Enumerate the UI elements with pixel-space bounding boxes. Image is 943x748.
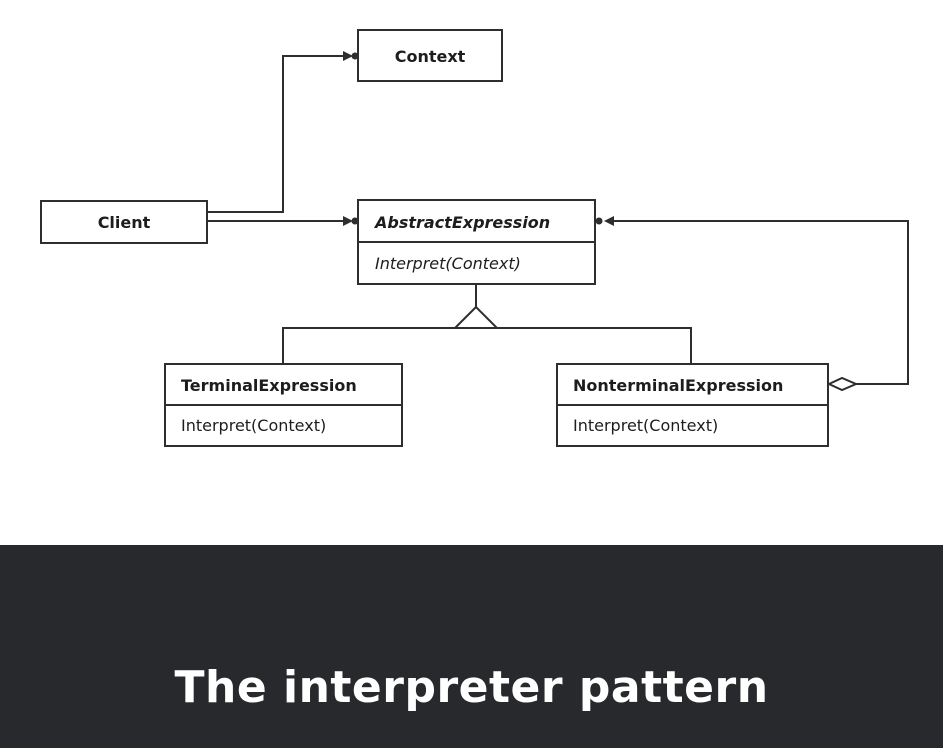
context-dot: [351, 52, 359, 60]
aggregation-diamond: [826, 376, 859, 392]
inheritance-triangle: [452, 305, 500, 329]
client-context-association: [208, 55, 343, 213]
uml-class-diagram: Context Client AbstractExpression Interp…: [40, 29, 909, 447]
aggregation-line: [614, 220, 909, 385]
client-class-name: Client: [98, 213, 151, 232]
terminal-expression-class: TerminalExpression Interpret(Context): [164, 363, 403, 447]
abstract-arrowhead-left: [343, 216, 353, 226]
terminal-expression-name: TerminalExpression: [181, 376, 357, 395]
abstract-expression-method: Interpret(Context): [375, 254, 521, 273]
abstract-dot-right: [595, 217, 603, 225]
context-class: Context: [357, 29, 503, 82]
nonterminal-expression-method: Interpret(Context): [573, 416, 718, 435]
abstract-arrowhead-right: [604, 216, 614, 226]
nonterminal-expression-class: NonterminalExpression Interpret(Context): [556, 363, 829, 447]
terminal-expression-method: Interpret(Context): [181, 416, 326, 435]
banner-title: The interpreter pattern: [174, 662, 769, 713]
context-arrowhead: [343, 51, 353, 61]
abstract-expression-class: AbstractExpression Interpret(Context): [357, 199, 596, 285]
title-banner: The interpreter pattern: [0, 545, 943, 748]
inheritance-branches: [282, 327, 692, 364]
context-class-name: Context: [395, 47, 466, 66]
nonterminal-expression-name: NonterminalExpression: [573, 376, 783, 395]
abstract-expression-name: AbstractExpression: [373, 213, 550, 232]
client-class: Client: [40, 200, 208, 244]
abstract-dot-left: [351, 217, 359, 225]
